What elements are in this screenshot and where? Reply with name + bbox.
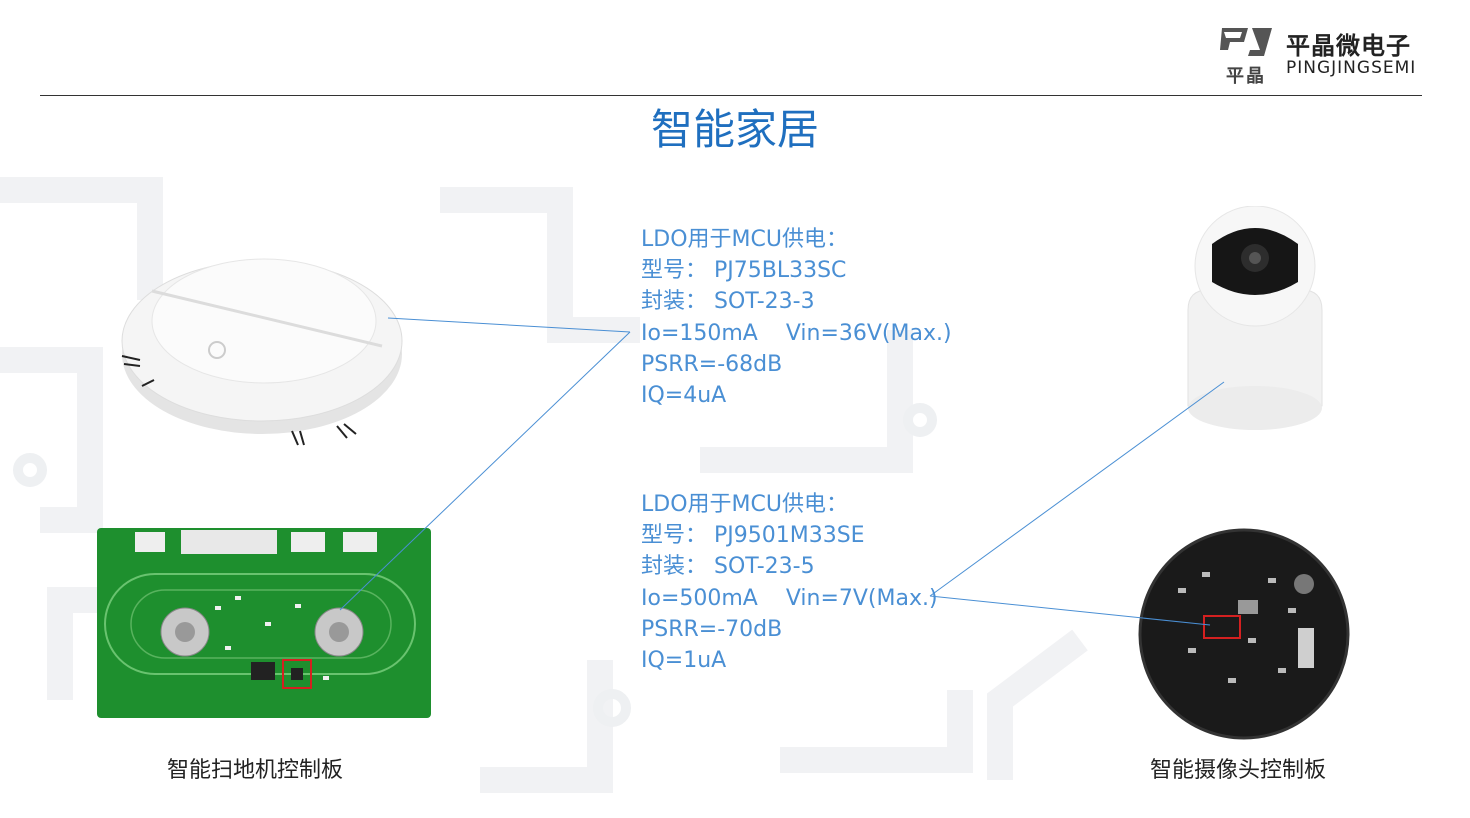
spec-line: 型号： PJ75BL33SC bbox=[641, 258, 847, 284]
spec-line: LDO用于MCU供电： bbox=[641, 227, 848, 252]
page-title: 智能家居 bbox=[650, 105, 819, 154]
spec-line: 封装： SOT-23-5 bbox=[641, 554, 815, 580]
robot-vacuum-image bbox=[121, 258, 403, 446]
spec-line: PSRR=-70dB bbox=[641, 616, 783, 642]
caption-camera-board: 智能摄像头控制板 bbox=[1150, 758, 1327, 783]
pj-logo-icon bbox=[1220, 28, 1272, 56]
spec-line: Io=500mA Vin=7V(Max.) bbox=[641, 585, 938, 611]
spec-line: IQ=1uA bbox=[641, 648, 727, 674]
spec-line: IQ=4uA bbox=[641, 383, 727, 409]
caption-vacuum-board: 智能扫地机控制板 bbox=[167, 758, 344, 783]
vacuum-control-board-image bbox=[97, 528, 431, 718]
spec-block-pj9501m33se: LDO用于MCU供电： 型号： PJ9501M33SE 封装： SOT-23-5… bbox=[641, 489, 938, 676]
header-divider bbox=[40, 95, 1422, 96]
brand-name-en: PINGJINGSEMI bbox=[1286, 58, 1417, 78]
brand-logo: 平晶 平晶微电子 PINGJINGSEMI bbox=[1218, 22, 1418, 87]
logo-mark-text: 平晶 bbox=[1226, 66, 1266, 87]
spec-line: Io=150mA Vin=36V(Max.) bbox=[641, 320, 952, 346]
spec-line: 型号： PJ9501M33SE bbox=[641, 523, 865, 549]
camera-control-board-image bbox=[1138, 528, 1350, 740]
spec-block-pj75bl33sc: LDO用于MCU供电： 型号： PJ75BL33SC 封装： SOT-23-3 … bbox=[641, 224, 952, 411]
spec-line: 封装： SOT-23-3 bbox=[641, 289, 815, 315]
spec-line: LDO用于MCU供电： bbox=[641, 492, 848, 517]
brand-name-cn: 平晶微电子 bbox=[1286, 32, 1411, 60]
security-camera-image bbox=[1187, 206, 1323, 430]
spec-line: PSRR=-68dB bbox=[641, 351, 783, 377]
